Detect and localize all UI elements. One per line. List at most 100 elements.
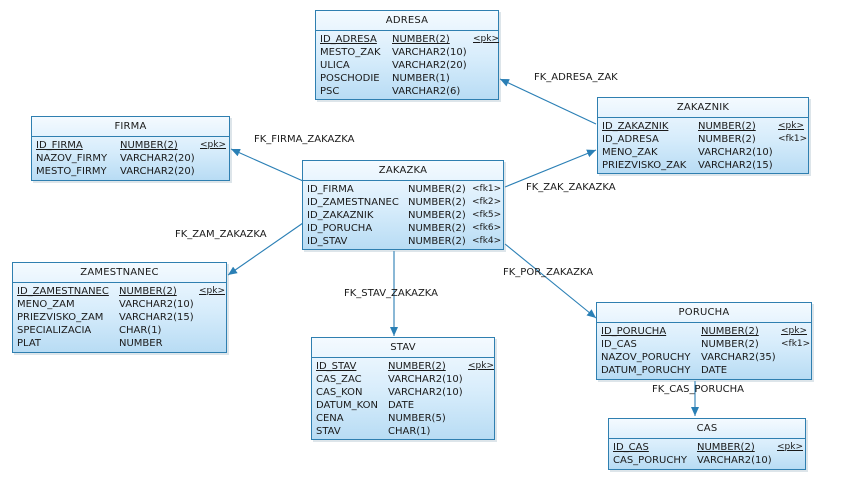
column-name: DATUM_KON	[316, 400, 379, 411]
column-type: VARCHAR2(15)	[698, 160, 773, 171]
label-fk-por-zakazka: FK_POR_ZAKAZKA	[503, 267, 594, 278]
entity-zakaznik[interactable]: ZAKAZNIK ID_ZAKAZNIK NUMBER(2) <pk> ID_ADRE…	[597, 97, 809, 174]
column-key: <fk4>	[472, 236, 502, 246]
column-name: PRIEZVISKO_ZAM	[17, 312, 104, 323]
column-row: ID_ZAMESTNANEC NUMBER(2) <fk2>	[303, 196, 503, 209]
column-name: MESTO_ZAK	[320, 47, 381, 58]
column-name: ID_FIRMA	[36, 140, 83, 151]
column-key: <pk>	[468, 361, 495, 371]
column-type: NUMBER(2)	[120, 140, 178, 151]
column-key: <pk>	[473, 34, 500, 44]
column-key: <fk1>	[781, 339, 811, 349]
column-row: DATUM_PORUCHY DATE	[597, 364, 811, 377]
column-name: ID_ZAKAZNIK	[307, 210, 374, 221]
column-name: CAS_PORUCHY	[613, 455, 687, 466]
link-fk-firma-zakazka[interactable]	[230, 148, 304, 182]
column-type: VARCHAR2(35)	[701, 352, 776, 363]
entity-title: STAV	[312, 338, 494, 358]
column-name: CENA	[316, 413, 344, 424]
column-row: CAS_KON VARCHAR2(10)	[312, 386, 494, 399]
column-name: CAS_KON	[316, 387, 363, 398]
column-row: MESTO_FIRMY VARCHAR2(20)	[32, 165, 229, 178]
column-key: <fk2>	[472, 197, 502, 207]
column-name: NAZOV_FIRMY	[36, 153, 108, 164]
column-name: MESTO_FIRMY	[36, 166, 107, 177]
column-name: ULICA	[320, 60, 350, 71]
column-name: ID_ZAKAZNIK	[602, 121, 669, 132]
column-row: STAV CHAR(1)	[312, 425, 494, 438]
column-type: VARCHAR2(20)	[120, 166, 195, 177]
link-fk-zak-zakazka[interactable]	[504, 149, 597, 188]
entity-title: ZAKAZNIK	[598, 98, 808, 118]
column-name: SPECIALIZACIA	[17, 325, 92, 336]
entity-title: PORUCHA	[597, 303, 811, 323]
column-row: SPECIALIZACIA CHAR(1)	[13, 324, 226, 337]
column-type: VARCHAR2(15)	[119, 312, 194, 323]
column-type: NUMBER(2)	[701, 339, 759, 350]
column-type: VARCHAR2(10)	[392, 47, 467, 58]
column-type: CHAR(1)	[388, 426, 431, 437]
link-fk-por-zakazka[interactable]	[504, 243, 597, 319]
entity-title: ZAMESTNANEC	[13, 263, 226, 283]
column-name: ID_CAS	[601, 339, 637, 350]
label-fk-firma-zakazka: FK_FIRMA_ZAKAZKA	[254, 134, 355, 145]
column-key: <pk>	[778, 121, 805, 131]
link-fk-adresa-zak[interactable]	[499, 78, 597, 125]
column-type: NUMBER(5)	[388, 413, 446, 424]
column-type: CHAR(1)	[119, 325, 162, 336]
column-row: MENO_ZAM VARCHAR2(10)	[13, 298, 226, 311]
column-name: MENO_ZAM	[17, 299, 75, 310]
column-type: VARCHAR2(10)	[388, 387, 463, 398]
column-name: ID_ZAMESTNANEC	[307, 197, 399, 208]
column-type: VARCHAR2(10)	[698, 147, 773, 158]
column-type: NUMBER(2)	[698, 134, 756, 145]
column-type: NUMBER(2)	[388, 361, 446, 372]
column-type: VARCHAR2(20)	[120, 153, 195, 164]
column-name: ID_STAV	[307, 236, 348, 247]
column-type: VARCHAR2(10)	[119, 299, 194, 310]
label-fk-zam-zakazka: FK_ZAM_ZAKAZKA	[175, 229, 267, 240]
column-name: STAV	[316, 426, 341, 437]
column-row: PRIEZVISKO_ZAM VARCHAR2(15)	[13, 311, 226, 324]
column-name: ID_PORUCHA	[307, 223, 373, 234]
column-row: CENA NUMBER(5)	[312, 412, 494, 425]
column-name: CAS_ZAC	[316, 374, 362, 385]
column-type: NUMBER(2)	[392, 34, 450, 45]
column-type: NUMBER(2)	[408, 197, 466, 208]
column-row: MESTO_ZAK VARCHAR2(10)	[316, 46, 498, 59]
column-type: DATE	[701, 365, 728, 376]
column-name: POSCHODIE	[320, 73, 380, 84]
link-fk-zam-zakazka[interactable]	[227, 222, 304, 276]
column-name: DATUM_PORUCHY	[601, 365, 691, 376]
